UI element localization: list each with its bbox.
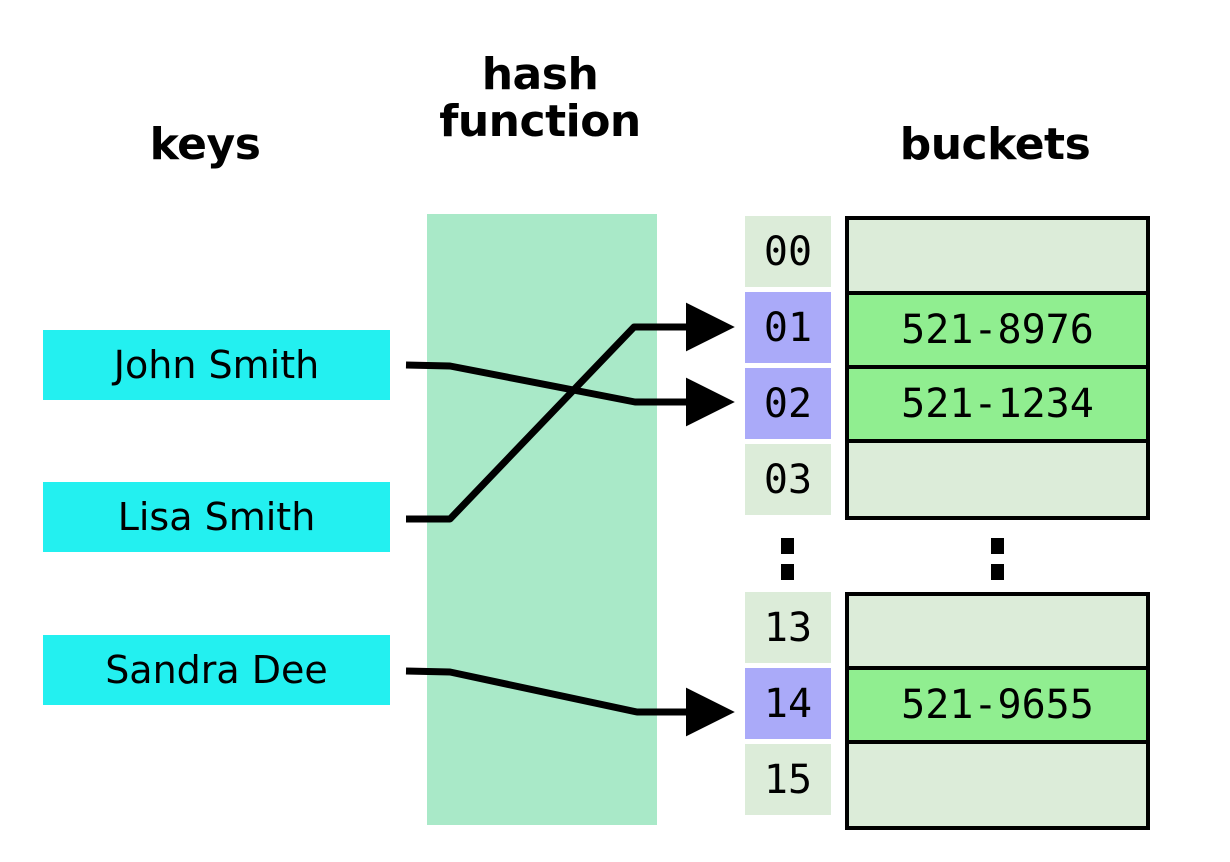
page-title-hash-function: hash function — [439, 49, 641, 147]
index-cell-03: 03 — [745, 444, 831, 515]
bucket-row — [849, 220, 1146, 295]
index-cell-00: 00 — [745, 216, 831, 287]
key-box-sandra-dee: Sandra Dee — [43, 635, 390, 705]
ellipsis-dot — [781, 538, 794, 554]
index-cell-14: 14 — [745, 668, 831, 739]
ellipsis-bucket-column — [991, 538, 1005, 588]
key-box-lisa-smith: Lisa Smith — [43, 482, 390, 552]
bucket-table-lower: 521-9655 — [845, 592, 1150, 830]
key-box-john-smith: John Smith — [43, 330, 390, 400]
ellipsis-index-column — [781, 538, 795, 588]
page-title-keys: keys — [149, 119, 261, 170]
ellipsis-dot — [991, 538, 1004, 554]
bucket-table-upper: 521-8976 521-1234 — [845, 216, 1150, 520]
bucket-row — [849, 596, 1146, 670]
bucket-row: 521-9655 — [849, 670, 1146, 744]
index-cell-02: 02 — [745, 368, 831, 439]
page-title-buckets: buckets — [899, 119, 1091, 170]
hash-function-band — [427, 214, 657, 825]
bucket-row — [849, 744, 1146, 818]
ellipsis-dot — [991, 564, 1004, 580]
ellipsis-dot — [781, 564, 794, 580]
index-cell-13: 13 — [745, 592, 831, 663]
bucket-row: 521-1234 — [849, 369, 1146, 443]
bucket-row — [849, 443, 1146, 516]
bucket-row: 521-8976 — [849, 295, 1146, 369]
index-cell-15: 15 — [745, 744, 831, 815]
index-cell-01: 01 — [745, 292, 831, 363]
